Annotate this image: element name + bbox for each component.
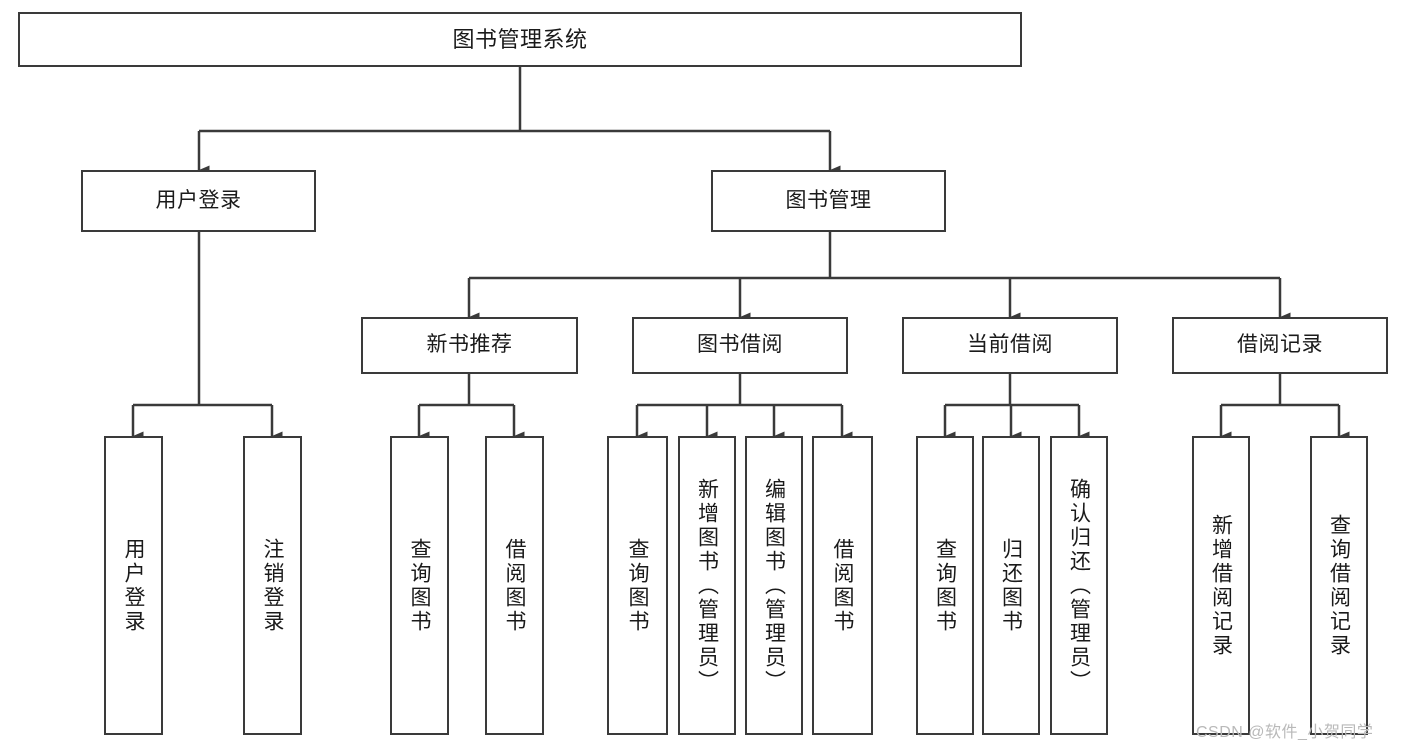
node-user-login-label: 用户登录 — [155, 188, 242, 212]
leaf-add-book-admin-label: 新增图书（管理员） — [695, 477, 719, 694]
leaf-user-login-label: 用户登录 — [122, 537, 145, 634]
leaf-query-book-current-label: 查询图书 — [933, 537, 957, 634]
leaf-user-login[interactable]: 用户登录 — [104, 436, 163, 735]
leaf-borrow-book-label: 借阅图书 — [831, 537, 854, 634]
leaf-add-book-admin[interactable]: 新增图书（管理员） — [678, 436, 736, 735]
leaf-query-book-recommend[interactable]: 查询图书 — [390, 436, 449, 735]
leaf-return-book-label: 归还图书 — [999, 537, 1023, 634]
node-book-borrow-label: 图书借阅 — [697, 333, 783, 357]
leaf-borrow-book-recommend[interactable]: 借阅图书 — [485, 436, 544, 735]
node-book-manage[interactable]: 图书管理 — [711, 170, 946, 232]
node-book-manage-label: 图书管理 — [785, 188, 872, 212]
node-user-login[interactable]: 用户登录 — [81, 170, 316, 232]
leaf-logout-label: 注销登录 — [261, 537, 284, 634]
leaf-borrow-book[interactable]: 借阅图书 — [812, 436, 873, 735]
node-current-borrow-label: 当前借阅 — [967, 333, 1053, 357]
node-borrow-record[interactable]: 借阅记录 — [1172, 317, 1388, 374]
leaf-add-borrow-record-label: 新增借阅记录 — [1209, 513, 1233, 658]
leaf-edit-book-admin-label: 编辑图书（管理员） — [762, 477, 786, 694]
leaf-confirm-return-admin-label: 确认归还（管理员） — [1067, 477, 1091, 694]
node-root[interactable]: 图书管理系统 — [18, 12, 1022, 67]
leaf-query-book-borrow[interactable]: 查询图书 — [607, 436, 668, 735]
leaf-logout[interactable]: 注销登录 — [243, 436, 302, 735]
csdn-watermark: CSDN @软件_小贺同学 — [1196, 724, 1374, 741]
node-new-book-recommend-label: 新书推荐 — [426, 333, 513, 357]
leaf-query-book-recommend-label: 查询图书 — [408, 537, 431, 634]
node-borrow-record-label: 借阅记录 — [1237, 333, 1323, 357]
node-new-book-recommend[interactable]: 新书推荐 — [361, 317, 578, 374]
node-root-label: 图书管理系统 — [452, 26, 588, 52]
leaf-edit-book-admin[interactable]: 编辑图书（管理员） — [745, 436, 803, 735]
node-current-borrow[interactable]: 当前借阅 — [902, 317, 1118, 374]
leaf-query-book-borrow-label: 查询图书 — [626, 537, 649, 634]
leaf-query-borrow-record-label: 查询借阅记录 — [1327, 513, 1351, 658]
leaf-confirm-return-admin[interactable]: 确认归还（管理员） — [1050, 436, 1108, 735]
leaf-borrow-book-recommend-label: 借阅图书 — [503, 537, 526, 634]
node-book-borrow[interactable]: 图书借阅 — [632, 317, 848, 374]
leaf-query-book-current[interactable]: 查询图书 — [916, 436, 974, 735]
leaf-return-book[interactable]: 归还图书 — [982, 436, 1040, 735]
leaf-query-borrow-record[interactable]: 查询借阅记录 — [1310, 436, 1368, 735]
leaf-add-borrow-record[interactable]: 新增借阅记录 — [1192, 436, 1250, 735]
